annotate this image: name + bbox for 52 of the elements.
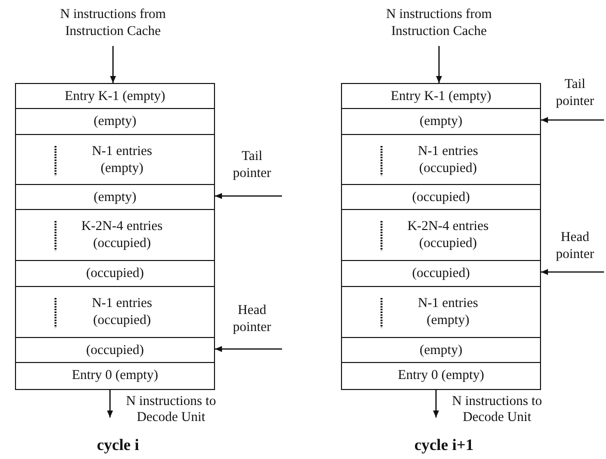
entry-label: (occupied): [86, 265, 144, 282]
arrow: [436, 46, 442, 83]
entry-label: N-1 entries (empty): [416, 295, 480, 330]
queue-entry: [15, 286, 215, 338]
pointer-label: Head pointer: [232, 302, 272, 336]
queue-entry: [15, 134, 215, 186]
entry-label: (occupied): [412, 188, 470, 206]
entry-label: (empty): [420, 342, 462, 359]
queue-entry: [341, 362, 541, 390]
entry-label: (empty): [94, 188, 136, 206]
arrow: [541, 117, 604, 123]
queue-entry: [15, 184, 215, 210]
queue-entry: [15, 209, 215, 262]
arrow: [541, 269, 604, 275]
queue-entry: [341, 286, 541, 338]
queue-entry: [341, 260, 541, 288]
entry-label: Entry K-1 (empty): [64, 88, 166, 105]
arrow: [107, 390, 113, 418]
queue-entry: [15, 83, 215, 110]
queue-entry: [15, 362, 215, 390]
entry-label: N-1 entries (empty): [90, 142, 154, 177]
pointer-label: Tail pointer: [232, 148, 272, 182]
entry-label: Entry K-1 (empty): [390, 88, 492, 105]
arrow: [433, 390, 439, 418]
cycle-caption: cycle i+1: [413, 437, 475, 455]
queue-entry: [341, 209, 541, 262]
entry-label: N-1 entries (occupied): [90, 295, 154, 330]
cycle-caption: cycle i: [96, 437, 140, 455]
entry-label: (empty): [420, 113, 462, 130]
entry-label: Entry 0 (empty): [398, 367, 484, 384]
entry-label: N-1 entries (occupied): [416, 142, 480, 177]
entry-label: Entry 0 (empty): [72, 367, 158, 384]
queue-entry: [341, 337, 541, 364]
queue-entry: [341, 83, 541, 110]
pointer-label: Head pointer: [554, 229, 596, 263]
queue-entry: [15, 260, 215, 288]
input-label: N instructions from Instruction Cache: [59, 6, 167, 40]
entry-label: K-2N-4 entries (occupied): [80, 218, 164, 252]
arrow: [110, 46, 116, 83]
pointer-label: Tail pointer: [554, 76, 596, 110]
entry-label: (occupied): [412, 265, 470, 282]
queue-entry: [15, 337, 215, 364]
input-label: N instructions from Instruction Cache: [385, 6, 493, 40]
queue-entry: [341, 108, 541, 136]
entry-label: (occupied): [86, 342, 144, 359]
queue-entry: [341, 184, 541, 210]
queue-entry: [15, 108, 215, 136]
arrow: [215, 346, 282, 352]
entry-label: K-2N-4 entries (occupied): [406, 218, 490, 252]
queue-entry: [341, 134, 541, 186]
entry-label: (empty): [94, 113, 136, 130]
arrow: [215, 193, 282, 199]
